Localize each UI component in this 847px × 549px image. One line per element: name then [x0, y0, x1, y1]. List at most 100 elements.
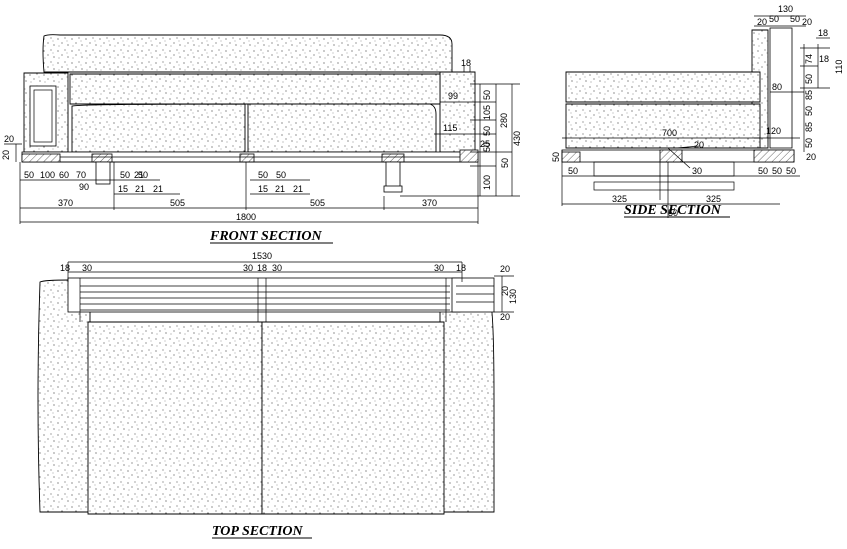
front-rail-hatch-mid1: [91, 153, 113, 163]
top-dim-r130: 130: [508, 289, 518, 304]
front-right-arm: [439, 71, 476, 153]
top-dim-18c: 18: [456, 263, 466, 273]
front-dim-15a: 15: [118, 184, 128, 194]
side-dim-bl50: 50: [568, 166, 578, 176]
top-section-title: TOP SECTION: [212, 524, 304, 539]
front-dim-370a: 370: [58, 198, 73, 208]
front-seat-cushion-right: [247, 103, 437, 153]
top-section: [37, 261, 514, 515]
front-dim-r50a: 50: [482, 90, 492, 100]
top-back-frame: [67, 277, 461, 313]
top-dim-r20c: 20: [500, 312, 510, 322]
top-left-arm: [37, 279, 91, 513]
side-rail-hatch-left: [561, 151, 581, 163]
front-rail-hatch-end: [459, 149, 479, 163]
side-dim-120: 120: [766, 126, 781, 136]
top-seat-left: [87, 321, 263, 515]
front-back-middle-cushion: [69, 73, 441, 105]
front-dim-1800: 1800: [236, 212, 256, 222]
front-seat-cushion-left: [71, 103, 246, 153]
front-dim-r50c: 50: [482, 142, 492, 152]
side-dim-br50b: 50: [772, 166, 782, 176]
side-dim-30: 30: [692, 166, 702, 176]
side-dim-20b: 20: [802, 17, 812, 27]
side-section-title: SIDE SECTION: [624, 203, 722, 218]
front-left-arm-inner: [33, 89, 53, 143]
top-right-frame: [451, 277, 495, 313]
top-dim-30a: 30: [82, 263, 92, 273]
front-dim-r25: 25: [480, 139, 490, 149]
front-dim-r50d: 50: [500, 158, 510, 168]
front-dim-r50b: 50: [482, 126, 492, 136]
side-dim-lines: [561, 15, 830, 206]
side-dim-50c: 50: [668, 208, 678, 218]
front-bottom-dim-lines: [19, 162, 479, 224]
side-dim-r85b: 85: [804, 122, 814, 132]
front-dim-mid-a3: 50: [138, 170, 148, 180]
side-rail-hatch-right: [753, 149, 795, 163]
front-dim-90: 90: [79, 182, 89, 192]
front-dim-505a: 505: [170, 198, 185, 208]
front-leg-left: [95, 161, 111, 185]
side-dim-br50c: 50: [786, 166, 796, 176]
side-dim-18b: 18: [819, 54, 829, 64]
top-dim-r20b: 20: [500, 286, 510, 296]
side-rail-hatch-mid: [659, 149, 683, 163]
side-dim-325a: 325: [612, 194, 627, 204]
front-dim-99: 99: [448, 91, 458, 101]
front-back-top-cushion: [42, 34, 453, 73]
side-dim-110: 110: [834, 60, 844, 74]
side-base-bar: [593, 181, 735, 191]
front-right-dim-lines: [400, 66, 520, 197]
front-dim-r105: 105: [482, 105, 492, 120]
front-dim-70: 70: [76, 170, 86, 180]
side-dim-700: 700: [662, 128, 677, 138]
top-dim-lines: [67, 261, 514, 313]
side-dim-50b: 50: [790, 14, 800, 24]
front-dim-21a: 21: [135, 184, 145, 194]
front-dim-mid-c1: 50: [258, 170, 268, 180]
top-dim-r20a: 20: [500, 264, 510, 274]
side-dim-18a: 18: [818, 28, 828, 38]
side-dim-325b: 325: [706, 194, 721, 204]
top-dim-18a: 18: [60, 263, 70, 273]
front-dim-505b: 505: [310, 198, 325, 208]
front-rail-hatch-mid2: [239, 153, 255, 163]
top-dim-1530: 1530: [252, 251, 272, 261]
top-dim-18b: 18: [257, 263, 267, 273]
front-dim-21c: 21: [275, 184, 285, 194]
top-dim-30b: 30: [243, 263, 253, 273]
front-dim-280: 280: [499, 113, 509, 128]
top-back-slats: [79, 278, 450, 322]
front-dim-60: 60: [59, 170, 69, 180]
front-dim-20a: 20: [4, 134, 14, 144]
side-dim-r50b: 50: [804, 106, 814, 116]
front-dim-20b: 20: [1, 150, 11, 160]
side-base-lower: [593, 161, 735, 177]
side-section: [561, 15, 830, 218]
side-dim-74: 74: [804, 54, 814, 64]
side-back-frame: [769, 27, 793, 149]
top-right-arm: [439, 299, 495, 513]
front-dim-430: 430: [512, 131, 522, 146]
side-dim-20d: 20: [806, 152, 816, 162]
front-dim-mid-a2: 21: [134, 170, 144, 180]
side-dim-r50c: 50: [804, 138, 814, 148]
top-dim-30d: 30: [434, 263, 444, 273]
front-section-title: FRONT SECTION: [209, 229, 323, 244]
side-dim-r85a: 85: [804, 90, 814, 100]
front-dim-115: 115: [443, 123, 457, 133]
top-right-frame-slats: [456, 285, 494, 303]
side-dim-left50: 50: [551, 152, 561, 162]
side-dim-130: 130: [778, 4, 793, 14]
side-dim-br50a: 50: [758, 166, 768, 176]
top-dim-30c: 30: [272, 263, 282, 273]
front-dim-mid-a1: 50: [120, 170, 130, 180]
front-dim-15b: 15: [258, 184, 268, 194]
side-seat-cushion: [565, 103, 761, 149]
front-dim-21b: 21: [153, 184, 163, 194]
side-dim-r50a: 50: [804, 74, 814, 84]
side-dim-20c: 20: [694, 140, 704, 150]
side-dim-80: 80: [772, 82, 782, 92]
front-section: [4, 34, 520, 224]
